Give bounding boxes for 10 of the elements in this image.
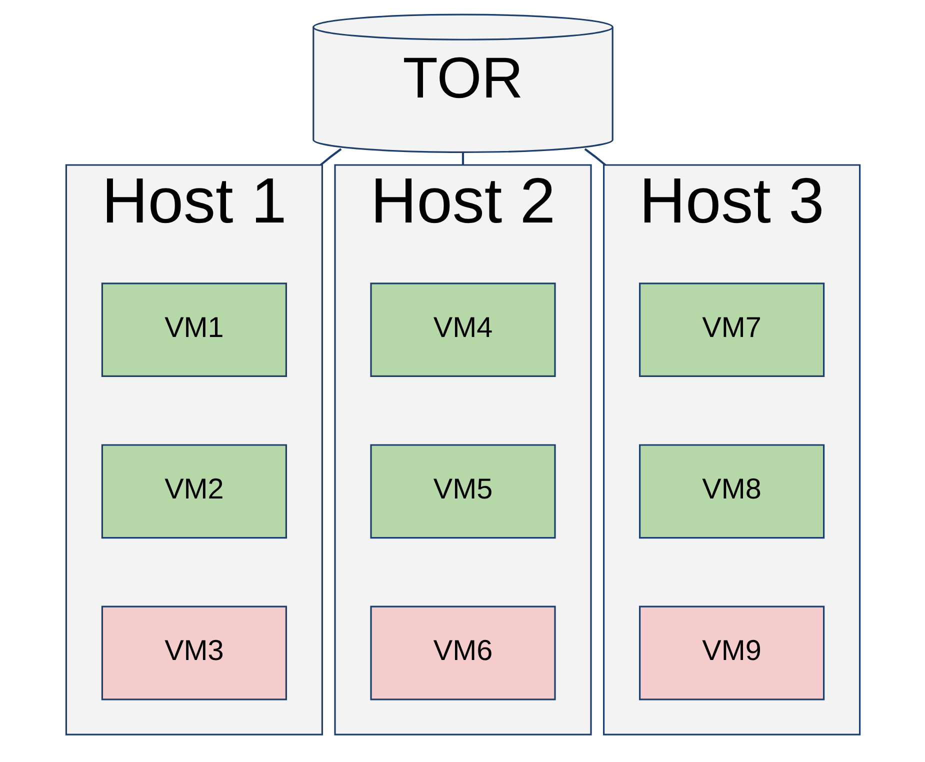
node-box: VM4	[370, 282, 556, 377]
node-box: VM3	[100, 606, 286, 700]
node-box: VM1	[100, 282, 286, 377]
node-box: VM8	[638, 444, 824, 539]
node-box: VM7	[638, 282, 824, 377]
node-box: VM5	[370, 444, 556, 539]
connector	[461, 152, 464, 165]
node-box: VM9	[638, 606, 824, 700]
node-box: VM2	[100, 444, 286, 539]
node-box: VM6	[370, 606, 556, 700]
